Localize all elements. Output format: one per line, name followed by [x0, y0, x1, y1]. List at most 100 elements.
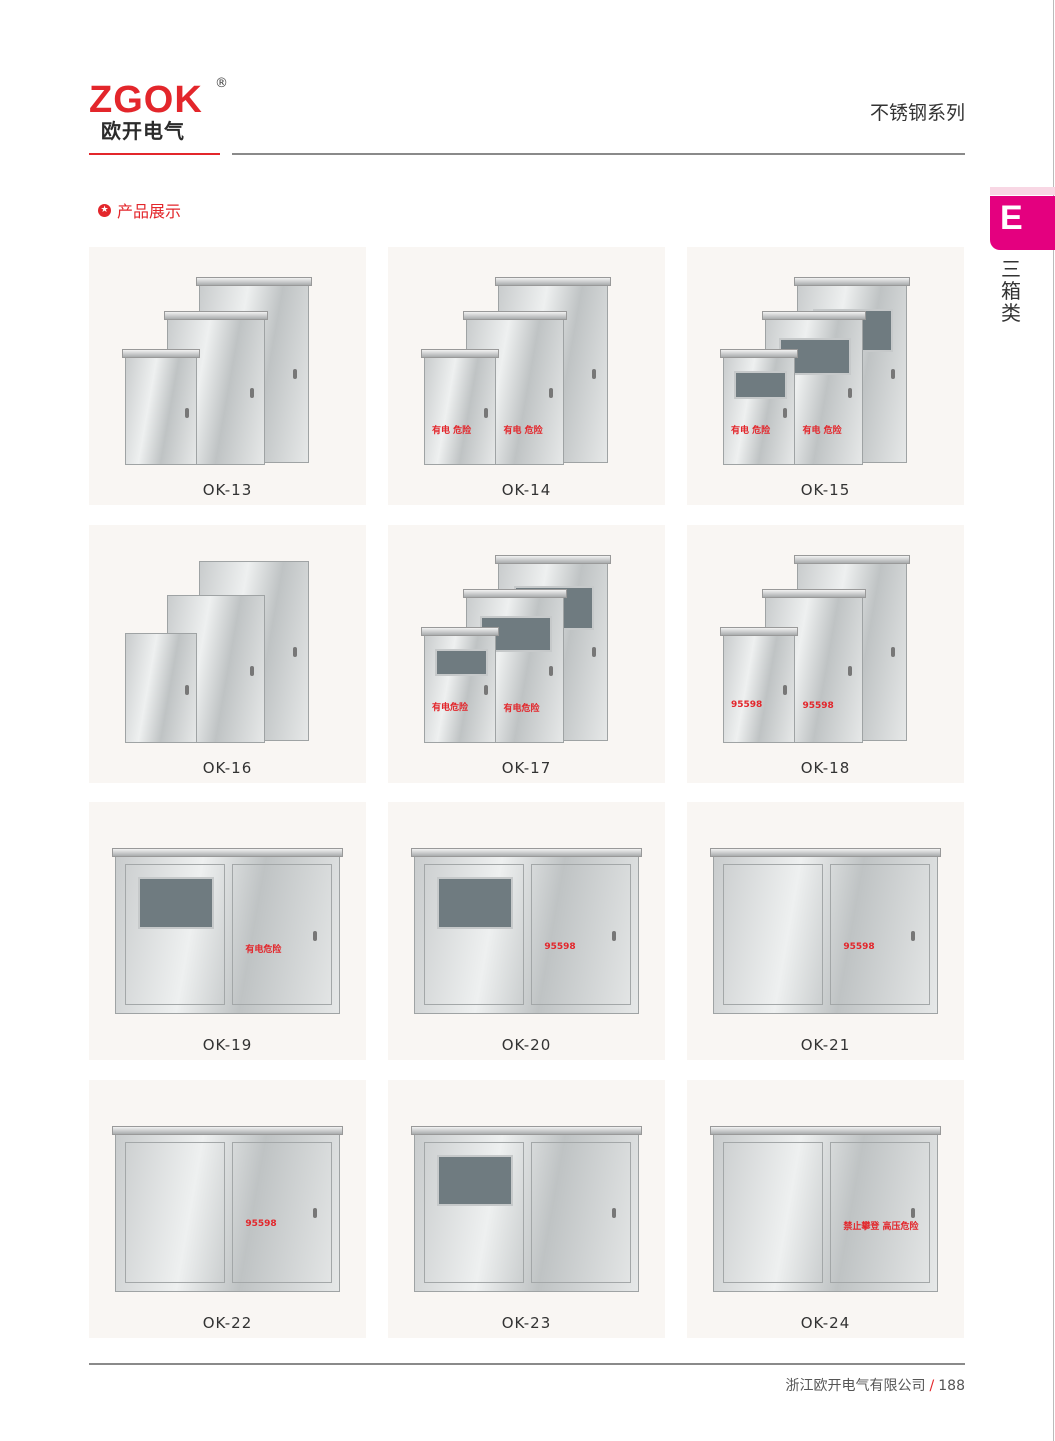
cabinet: 95598	[720, 626, 798, 743]
cabinet-door	[124, 1141, 226, 1283]
warning-label: 有电 危险	[731, 425, 771, 436]
cabinet-roof	[463, 311, 567, 320]
door-handle	[312, 930, 317, 941]
company-name: 浙江欧开电气有限公司	[785, 1378, 926, 1394]
product-image: 禁止攀登 高压危险	[687, 1080, 964, 1338]
door-handle	[848, 665, 853, 676]
product-image: 95598	[89, 1080, 366, 1338]
cabinet-roof	[164, 311, 268, 320]
cabinet-roof	[495, 277, 611, 286]
door-handle	[611, 930, 616, 941]
footer-divider	[89, 1363, 965, 1365]
cabinet-door	[231, 1141, 333, 1283]
cabinet-roof	[463, 588, 567, 598]
cabinet	[164, 311, 268, 465]
cabinet-door	[423, 864, 525, 1006]
registered-mark: ®	[215, 76, 228, 91]
cabinet-roof	[720, 349, 798, 358]
door-handle	[549, 388, 554, 399]
door-handle	[592, 646, 597, 657]
cabinet: 95598	[710, 848, 941, 1014]
door-handle	[484, 685, 488, 696]
warning-label: 有电 危险	[432, 425, 472, 436]
cabinet-roof	[421, 349, 499, 358]
product-card[interactable]: OK-23	[388, 1079, 665, 1338]
door-handle	[611, 1208, 616, 1219]
product-card[interactable]: OK-16	[89, 524, 366, 783]
cabinet-roof	[122, 349, 200, 358]
cabinet-roof	[112, 848, 343, 857]
product-image: 有电 危险 有电 危险	[388, 247, 665, 505]
warning-label: 95598	[731, 700, 763, 711]
category-tab[interactable]: E	[990, 196, 1055, 250]
cabinet-door	[231, 864, 333, 1006]
cabinet-roof	[710, 848, 941, 857]
meter-window	[434, 648, 488, 677]
page-edge-line	[1053, 0, 1054, 1441]
cabinet-door	[423, 1141, 525, 1283]
door-handle	[250, 388, 255, 399]
door-handle	[549, 665, 554, 676]
product-image: 有电危险有电危险	[388, 525, 665, 783]
product-model: OK-19	[202, 1036, 253, 1054]
product-model: OK-21	[800, 1036, 851, 1054]
cabinet	[122, 349, 200, 465]
section-heading: ★ 产品展示	[98, 198, 181, 222]
product-model: OK-22	[202, 1313, 253, 1332]
door-handle	[910, 930, 915, 941]
cabinet-roof	[720, 626, 798, 636]
product-model: OK-16	[202, 758, 253, 777]
logo-chinese: 欧开电气	[101, 119, 185, 143]
product-model: OK-17	[501, 758, 552, 777]
series-title: 不锈钢系列	[869, 102, 965, 124]
meter-window	[733, 371, 787, 399]
product-model: OK-23	[501, 1313, 552, 1332]
header-divider	[232, 153, 965, 155]
product-model: OK-24	[800, 1313, 851, 1332]
product-card[interactable]: OK-13	[89, 247, 366, 505]
section-title: 产品展示	[117, 202, 182, 221]
warning-label: 有电 危险	[503, 426, 543, 437]
door-handle	[484, 407, 488, 418]
product-image: 95598	[687, 802, 964, 1060]
warning-label: 95598	[245, 1219, 277, 1230]
door-handle	[848, 388, 853, 399]
brand-logo: ZGOK ® 欧开电气	[89, 76, 228, 144]
header-accent-line	[89, 153, 220, 155]
product-image	[388, 1080, 665, 1338]
warning-label: 有电危险	[432, 703, 469, 714]
cabinet: 95598	[411, 848, 642, 1014]
product-image: 95598	[388, 802, 665, 1060]
door-handle	[783, 407, 787, 418]
door-handle	[185, 407, 189, 418]
logo-text: ZGOK	[89, 79, 203, 121]
cabinet-roof	[421, 626, 499, 636]
tab-highlight	[990, 187, 1055, 195]
cabinet-roof	[762, 311, 866, 320]
cabinet: 有电 危险	[720, 349, 798, 465]
product-model: OK-18	[800, 758, 851, 777]
door-handle	[891, 646, 896, 657]
product-model: OK-14	[501, 481, 552, 499]
product-image	[89, 525, 366, 783]
cabinet: 95598	[112, 1125, 343, 1292]
product-model: OK-13	[202, 481, 253, 499]
cabinet: 有电 危险	[421, 349, 499, 465]
cabinet-door	[530, 864, 632, 1006]
page-number: 188	[938, 1378, 965, 1394]
cabinet-roof	[762, 588, 866, 598]
meter-window	[437, 1154, 513, 1206]
cabinet-door	[124, 864, 226, 1006]
cabinet-roof	[411, 1125, 642, 1135]
warning-label: 95598	[843, 941, 875, 952]
product-card[interactable]: 有电 危险 有电 危险 OK-14	[388, 247, 665, 505]
